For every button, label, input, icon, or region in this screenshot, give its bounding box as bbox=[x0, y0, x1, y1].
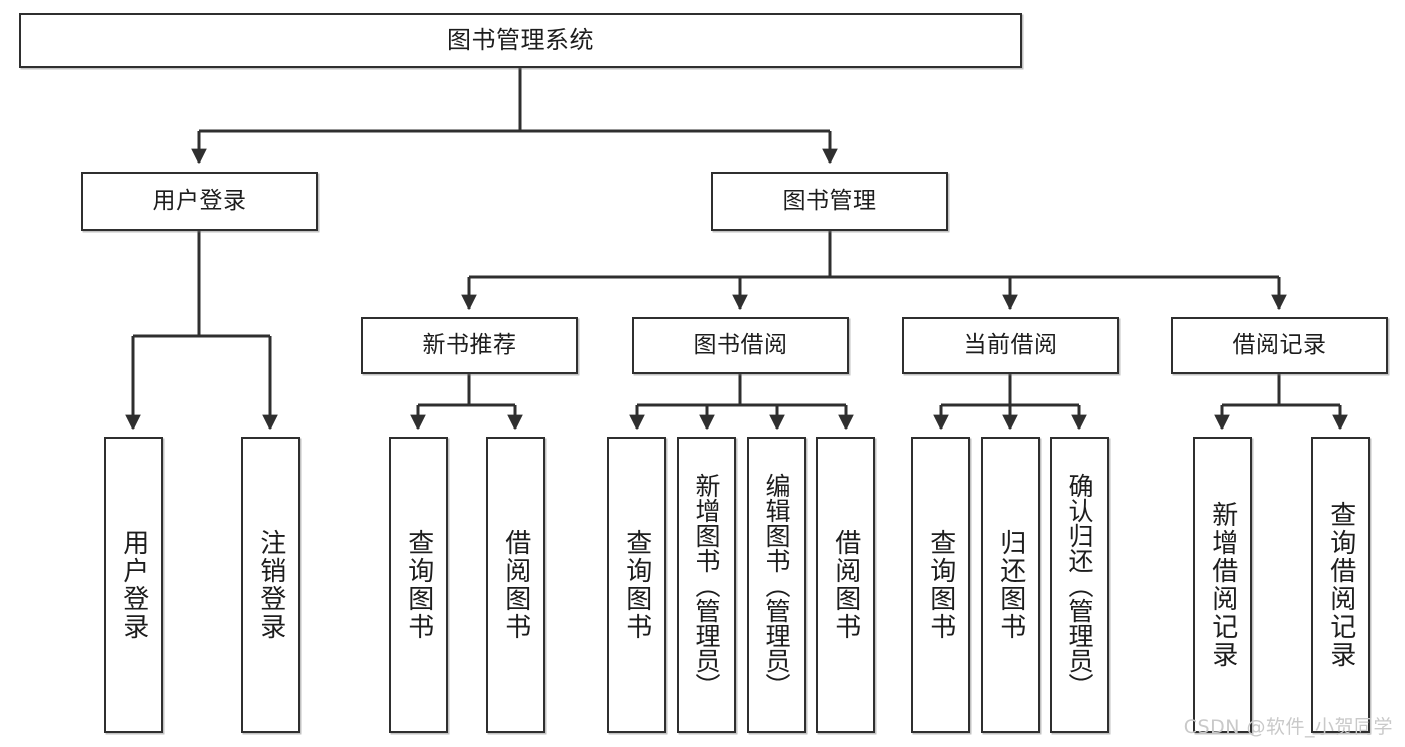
node-label: 查询借阅记录 bbox=[1325, 501, 1356, 669]
node-root-book-management-system[interactable]: 图书管理系统 bbox=[19, 13, 1022, 68]
node-label: 新增图书（管理员） bbox=[692, 472, 721, 698]
node-label: 借阅记录 bbox=[1232, 331, 1327, 358]
node-label: 编辑图书（管理员） bbox=[762, 472, 791, 698]
leaf-edit-book-admin[interactable]: 编辑图书（管理员） bbox=[747, 437, 806, 733]
node-label: 注销登录 bbox=[255, 529, 286, 641]
node-label: 新增借阅记录 bbox=[1207, 501, 1238, 669]
node-label: 图书管理系统 bbox=[447, 26, 594, 55]
leaf-query-borrow-record[interactable]: 查询借阅记录 bbox=[1311, 437, 1370, 733]
node-label: 查询图书 bbox=[925, 529, 956, 641]
node-label: 归还图书 bbox=[995, 529, 1026, 641]
leaf-query-book-borrow[interactable]: 查询图书 bbox=[607, 437, 666, 733]
leaf-query-book-recommend[interactable]: 查询图书 bbox=[389, 437, 448, 733]
node-book-management[interactable]: 图书管理 bbox=[711, 172, 948, 231]
node-label: 确认归还（管理员） bbox=[1065, 472, 1094, 698]
node-book-borrow[interactable]: 图书借阅 bbox=[632, 317, 849, 374]
leaf-borrow-book-recommend[interactable]: 借阅图书 bbox=[486, 437, 545, 733]
node-label: 新书推荐 bbox=[422, 331, 517, 358]
leaf-user-login[interactable]: 用户登录 bbox=[104, 437, 163, 733]
node-user-login[interactable]: 用户登录 bbox=[81, 172, 318, 231]
node-label: 图书管理 bbox=[782, 187, 877, 214]
leaf-add-borrow-record[interactable]: 新增借阅记录 bbox=[1193, 437, 1252, 733]
node-label: 查询图书 bbox=[621, 529, 652, 641]
leaf-borrow-book[interactable]: 借阅图书 bbox=[816, 437, 875, 733]
leaf-return-book[interactable]: 归还图书 bbox=[981, 437, 1040, 733]
leaf-user-logout[interactable]: 注销登录 bbox=[241, 437, 300, 733]
node-current-borrow[interactable]: 当前借阅 bbox=[902, 317, 1119, 374]
leaf-add-book-admin[interactable]: 新增图书（管理员） bbox=[677, 437, 736, 733]
node-label: 当前借阅 bbox=[963, 331, 1058, 358]
leaf-confirm-return-admin[interactable]: 确认归还（管理员） bbox=[1050, 437, 1109, 733]
leaf-query-book-current[interactable]: 查询图书 bbox=[911, 437, 970, 733]
node-borrow-record[interactable]: 借阅记录 bbox=[1171, 317, 1388, 374]
node-label: 用户登录 bbox=[118, 529, 149, 641]
csdn-watermark: CSDN @软件_小贺同学 bbox=[1183, 716, 1393, 738]
node-label: 图书借阅 bbox=[693, 331, 788, 358]
node-label: 用户登录 bbox=[152, 187, 247, 214]
node-new-book-recommend[interactable]: 新书推荐 bbox=[361, 317, 578, 374]
node-label: 借阅图书 bbox=[500, 529, 531, 641]
node-label: 借阅图书 bbox=[830, 529, 861, 641]
node-label: 查询图书 bbox=[403, 529, 434, 641]
